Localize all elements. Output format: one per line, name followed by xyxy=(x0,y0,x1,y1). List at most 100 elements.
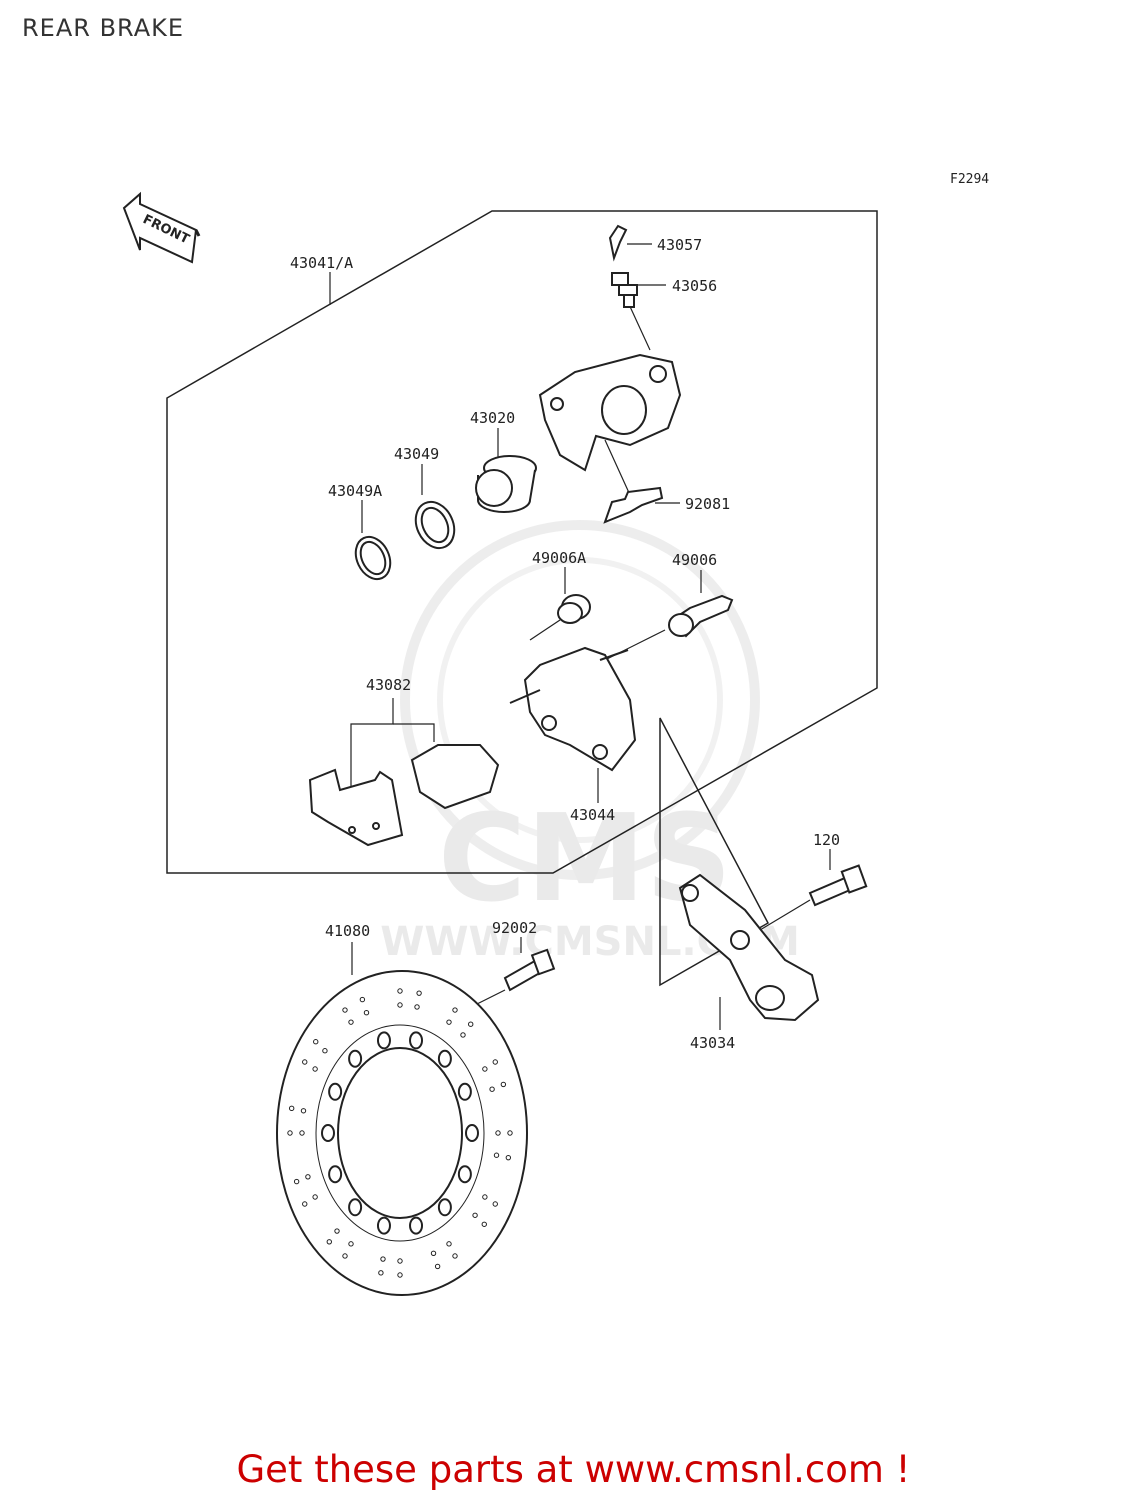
leader-43056-down xyxy=(626,299,651,351)
part-49006-pin xyxy=(668,594,734,638)
part-43034-bracket xyxy=(678,873,820,1022)
guide-line-pins xyxy=(529,619,561,641)
disc-drill-hole xyxy=(481,1221,487,1227)
bracket-outline-box xyxy=(659,717,770,987)
disc-drill-hole xyxy=(302,1201,308,1207)
disc-drill-hole xyxy=(287,1130,293,1136)
parts-diagram: CMS WWW.CMSNL.COM FRONT xyxy=(122,191,878,1296)
disc-drill-hole xyxy=(334,1228,340,1234)
disc-drill-hole xyxy=(446,1019,452,1025)
disc-drill-hole xyxy=(326,1239,332,1245)
disc-drill-hole xyxy=(312,1194,318,1200)
disc-drill-hole xyxy=(348,1019,354,1025)
disc-drill-hole xyxy=(460,1032,466,1038)
disc-drill-hole xyxy=(313,1039,319,1045)
label-43057: 43057 xyxy=(657,236,702,254)
part-41080-disc xyxy=(276,970,528,1296)
disc-drill-hole xyxy=(312,1066,318,1072)
label-92081: 92081 xyxy=(685,495,730,513)
disc-drill-hole xyxy=(363,1010,370,1016)
part-43044-holder xyxy=(509,646,637,772)
leader-lines xyxy=(329,243,831,1030)
disc-drill-hole xyxy=(472,1212,478,1218)
disc-drill-hole xyxy=(348,1241,354,1247)
label-49006a: 49006A xyxy=(532,549,586,567)
disc-drill-hole xyxy=(302,1059,308,1065)
disc-drill-hole xyxy=(293,1178,300,1185)
disc-mount-hole xyxy=(465,1124,479,1142)
disc-drill-hole xyxy=(416,990,422,996)
label-49006: 49006 xyxy=(672,551,717,569)
disc-mount-hole xyxy=(437,1198,452,1217)
guide-line-120 xyxy=(759,899,811,931)
disc-drill-hole xyxy=(322,1048,328,1054)
disc-drill-hole xyxy=(489,1086,495,1092)
watermark-brand: CMS xyxy=(438,790,732,929)
label-43049a: 43049A xyxy=(328,482,382,500)
disc-drill-hole xyxy=(505,1154,512,1161)
disc-drill-hole xyxy=(342,1253,348,1259)
disc-drill-hole xyxy=(397,988,403,994)
disc-drill-hole xyxy=(482,1194,488,1200)
label-92002: 92002 xyxy=(492,919,537,937)
part-120-bolt xyxy=(808,864,868,907)
part-92081-spring xyxy=(603,486,664,524)
part-92002-bolt xyxy=(503,948,556,992)
part-43057-clip xyxy=(608,224,628,262)
disc-drill-hole xyxy=(342,1007,348,1013)
disc-drill-hole xyxy=(492,1201,498,1207)
disc-drill-hole xyxy=(492,1059,498,1065)
disc-mount-hole xyxy=(409,1216,424,1235)
disc-drill-hole xyxy=(507,1130,513,1136)
disc-drill-hole xyxy=(288,1105,295,1112)
disc-mount-hole xyxy=(457,1082,472,1101)
figure-code: F2294 xyxy=(950,172,990,187)
disc-drill-hole xyxy=(378,1270,384,1276)
disc-drill-hole xyxy=(493,1152,500,1158)
disc-drill-hole xyxy=(446,1241,452,1247)
disc-mount-hole xyxy=(437,1049,452,1068)
front-arrow-icon: FRONT xyxy=(122,191,201,264)
label-43041a: 43041/A xyxy=(290,254,353,272)
disc-mount-hole xyxy=(409,1031,424,1050)
label-120: 120 xyxy=(813,831,840,849)
leader-43082 xyxy=(350,698,394,786)
leader-92081-up xyxy=(604,439,631,496)
disc-mount-hole xyxy=(328,1165,343,1184)
footer-link[interactable]: Get these parts at www.cmsnl.com ! xyxy=(236,1448,911,1491)
disc-drill-hole xyxy=(397,1002,403,1008)
disc-drill-hole xyxy=(359,996,366,1003)
disc-drill-hole xyxy=(299,1130,305,1136)
part-caliper-body xyxy=(538,353,682,472)
part-43049a-seal xyxy=(354,535,392,581)
disc-drill-hole xyxy=(452,1007,458,1013)
disc-drill-hole xyxy=(500,1081,507,1088)
disc-drill-hole xyxy=(482,1066,488,1072)
disc-drill-hole xyxy=(300,1108,307,1114)
disc-mount-hole xyxy=(321,1124,335,1142)
front-arrow-shape xyxy=(122,191,198,264)
label-43049: 43049 xyxy=(394,445,439,463)
part-49006a-boot xyxy=(557,594,591,624)
label-41080: 41080 xyxy=(325,922,370,940)
disc-mount-hole xyxy=(328,1082,343,1101)
label-43020: 43020 xyxy=(470,409,515,427)
disc-drill-hole xyxy=(434,1263,441,1270)
disc-mount-hole xyxy=(376,1031,391,1050)
disc-drill-hole xyxy=(380,1256,386,1262)
part-43082-pads xyxy=(308,744,500,847)
watermark-inner-ring xyxy=(437,557,723,843)
disc-mount-hole xyxy=(457,1165,472,1184)
disc-drill-hole xyxy=(414,1004,420,1010)
disc-drill-hole xyxy=(397,1258,403,1264)
disc-drill-hole xyxy=(452,1253,458,1259)
disc-mount-hole xyxy=(376,1216,391,1235)
label-43034: 43034 xyxy=(690,1034,735,1052)
page-title: REAR BRAKE xyxy=(22,14,185,42)
disc-drill-hole xyxy=(305,1174,311,1180)
watermark-ring xyxy=(400,520,760,880)
part-43049-seal xyxy=(414,500,456,550)
disc-drill-hole xyxy=(495,1130,501,1136)
part-43056-bleeder xyxy=(611,272,638,308)
leader-43082-b xyxy=(393,723,435,742)
